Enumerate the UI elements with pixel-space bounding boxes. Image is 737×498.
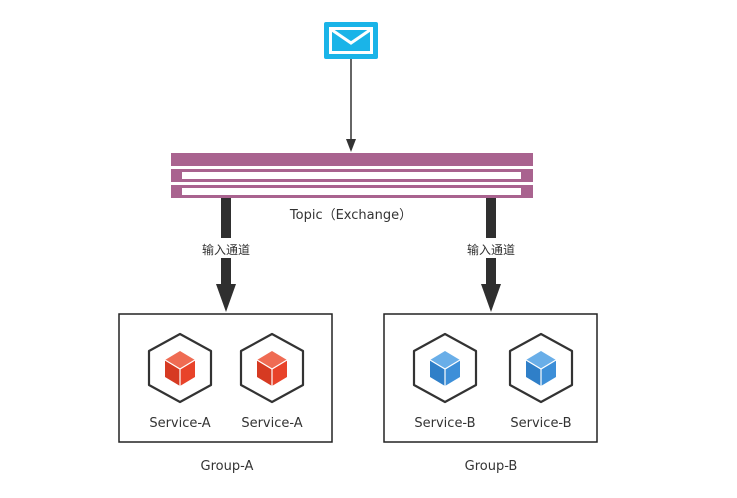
envelope-icon — [324, 22, 378, 59]
service-b-2-label: Service-B — [510, 416, 571, 431]
service-a-2-label: Service-A — [241, 416, 302, 431]
cube-icon-blue — [508, 332, 574, 404]
service-b-1: Service-B — [412, 332, 478, 431]
group-b: Service-B Service-B — [383, 313, 598, 443]
group-a: Service-A Service-A — [118, 313, 333, 443]
input-channel-left-arrow — [216, 198, 236, 312]
cube-icon-red — [147, 332, 213, 404]
input-channel-left-label: 输入通道 — [202, 242, 250, 257]
group-a-label: Group-A — [201, 459, 254, 474]
message-arrow — [346, 59, 356, 152]
exchange-label: Topic（Exchange） — [289, 208, 412, 223]
service-b-2: Service-B — [508, 332, 574, 431]
cube-icon-blue — [412, 332, 478, 404]
group-b-label: Group-B — [465, 459, 518, 474]
cube-icon-red — [239, 332, 305, 404]
service-a-1-label: Service-A — [149, 416, 210, 431]
exchange-bar — [171, 153, 533, 198]
service-b-1-label: Service-B — [414, 416, 475, 431]
input-channel-right-label: 输入通道 — [467, 242, 515, 257]
service-a-1: Service-A — [147, 332, 213, 431]
service-a-2: Service-A — [239, 332, 305, 431]
input-channel-right-arrow — [481, 198, 501, 312]
